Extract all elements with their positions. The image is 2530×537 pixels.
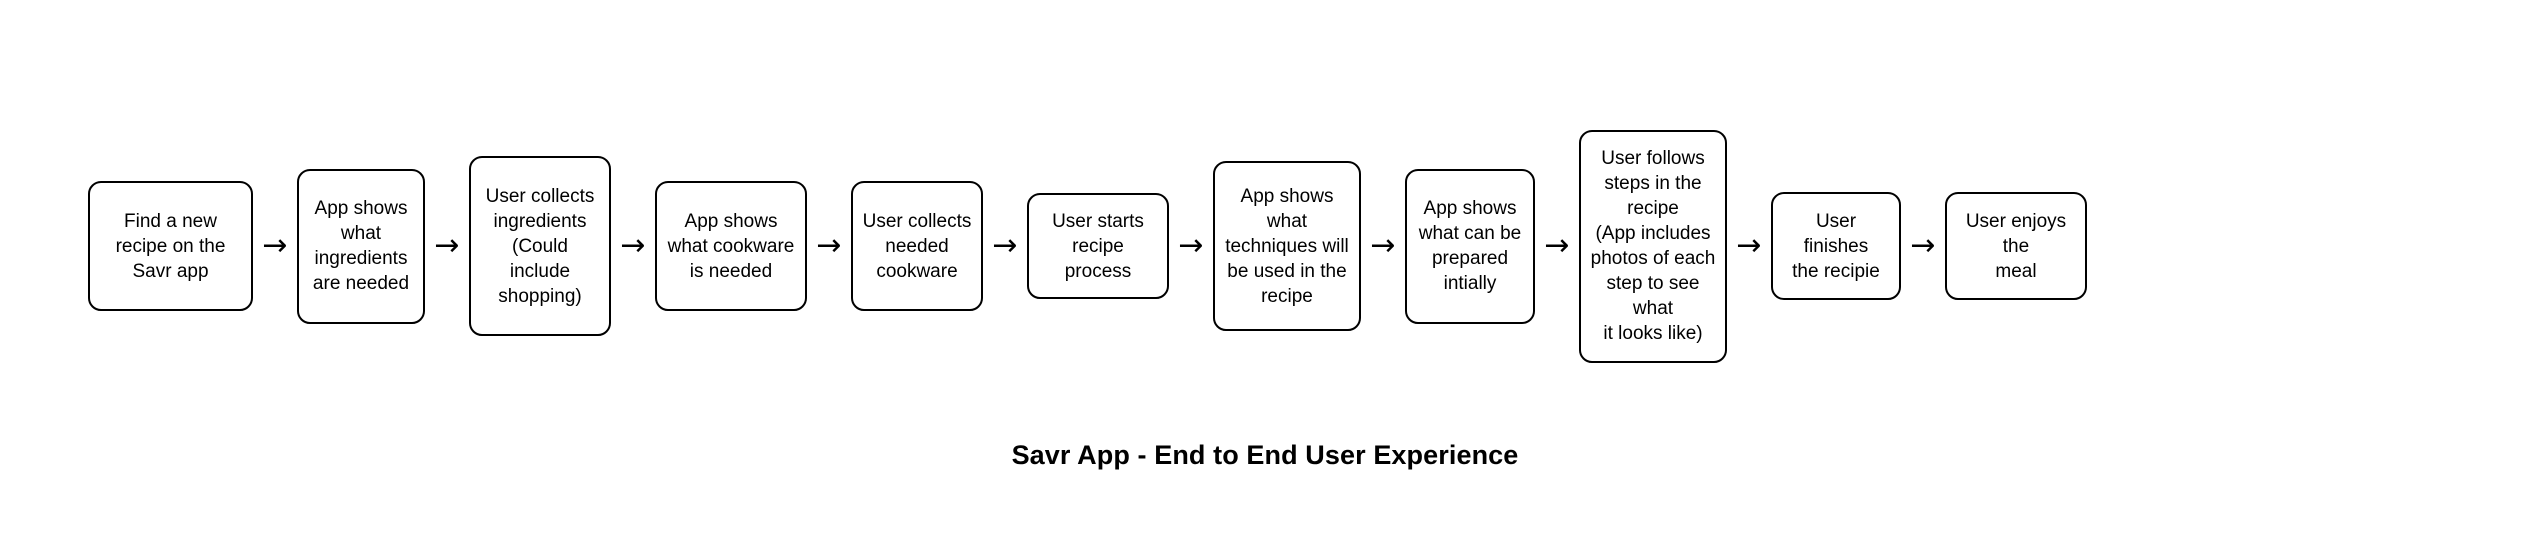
flow-node-label: App shows what can be prepared intially <box>1418 198 1522 294</box>
flow-arrow-icon: → <box>816 228 842 263</box>
flow-node-label: Find a new recipe on the Savr app <box>115 210 226 282</box>
flow-node-app-shows-cookware[interactable]: App shows what cookware is needed <box>655 181 807 311</box>
flow-arrow-icon: → <box>1544 228 1570 263</box>
flow-arrow-icon: → <box>434 228 460 263</box>
flow-node-user-finishes-recipe[interactable]: User finishes the recipie <box>1771 192 1901 300</box>
flow-node-user-starts-recipe[interactable]: User starts recipe process <box>1027 193 1169 299</box>
flow-node-user-collects-ingredients[interactable]: User collects ingredients (Could include… <box>469 156 611 336</box>
flow-node-label: User enjoys the meal <box>1965 210 2067 282</box>
flow-node-label: User collects needed cookware <box>862 210 972 282</box>
flow-node-user-follows-steps[interactable]: User follows steps in the recipe (App in… <box>1579 129 1727 363</box>
flow-node-app-shows-prep[interactable]: App shows what can be prepared intially <box>1405 168 1535 324</box>
flow-node-label: App shows what ingredients are needed <box>312 198 410 294</box>
flow-node-find-recipe[interactable]: Find a new recipe on the Savr app <box>88 181 253 311</box>
flow-node-label: User collects ingredients (Could include… <box>485 185 595 307</box>
flow-node-label: User finishes the recipie <box>1792 210 1880 282</box>
flow-arrow-icon: → <box>1370 228 1396 263</box>
flow-node-user-enjoys-meal[interactable]: User enjoys the meal <box>1945 192 2087 300</box>
flow-node-label: App shows what techniques will be used i… <box>1225 185 1349 307</box>
flow-arrow-icon: → <box>1910 228 1936 263</box>
flow-arrow-icon: → <box>620 228 646 263</box>
flow-node-label: User follows steps in the recipe (App in… <box>1590 148 1716 344</box>
flow-arrow-icon: → <box>1178 228 1204 263</box>
flow-arrow-icon: → <box>262 228 288 263</box>
flow-node-user-collects-cookware[interactable]: User collects needed cookware <box>851 181 983 311</box>
flow-arrow-icon: → <box>992 228 1018 263</box>
flow-node-label: User starts recipe process <box>1052 210 1144 282</box>
flow-arrow-icon: → <box>1736 228 1762 263</box>
flowchart-row: Find a new recipe on the Savr app → App … <box>88 0 2448 492</box>
flow-node-app-shows-techniques[interactable]: App shows what techniques will be used i… <box>1213 161 1361 331</box>
flow-node-app-shows-ingredients[interactable]: App shows what ingredients are needed <box>297 168 425 324</box>
flow-node-label: App shows what cookware is needed <box>667 210 795 282</box>
diagram-caption: Savr App - End to End User Experience <box>1011 440 1519 470</box>
